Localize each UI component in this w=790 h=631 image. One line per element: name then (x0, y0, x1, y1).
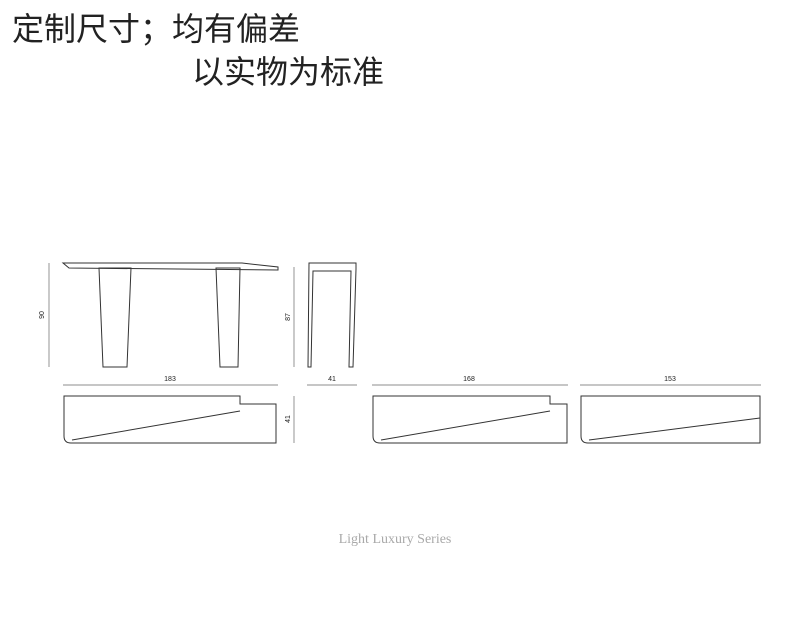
top-view-168-slant (380, 410, 551, 441)
dim-label-top-mid-width: 168 (463, 376, 475, 383)
front-view (61, 262, 279, 368)
front-view-leg-left (98, 267, 132, 368)
dim-label-front-width: 183 (164, 376, 176, 383)
dim-label-side-width: 41 (328, 376, 336, 383)
dim-label-top-small-width: 153 (664, 376, 676, 383)
dim-label-side-height: 87 (285, 313, 292, 321)
heading-line-2: 以实物为标准 (192, 53, 385, 91)
top-view-168 (372, 395, 568, 444)
front-view-tabletop (61, 262, 279, 271)
top-view-153-slant (588, 417, 761, 441)
top-view-153 (580, 395, 761, 444)
top-view-168-outline (372, 395, 568, 444)
side-view-frame (307, 262, 357, 368)
dim-label-front-height: 90 (39, 311, 46, 319)
dim-label-top-depth: 41 (285, 415, 292, 423)
side-view (307, 262, 357, 368)
top-view-183-outline (63, 395, 277, 444)
front-view-leg-right (215, 267, 241, 368)
top-view-183-slant (71, 410, 241, 441)
top-view-153-outline (580, 395, 761, 444)
top-view-183 (63, 395, 277, 444)
heading-line-1: 定制尺寸；均有偏差 (12, 10, 301, 48)
series-caption: Light Luxury Series (338, 532, 452, 547)
